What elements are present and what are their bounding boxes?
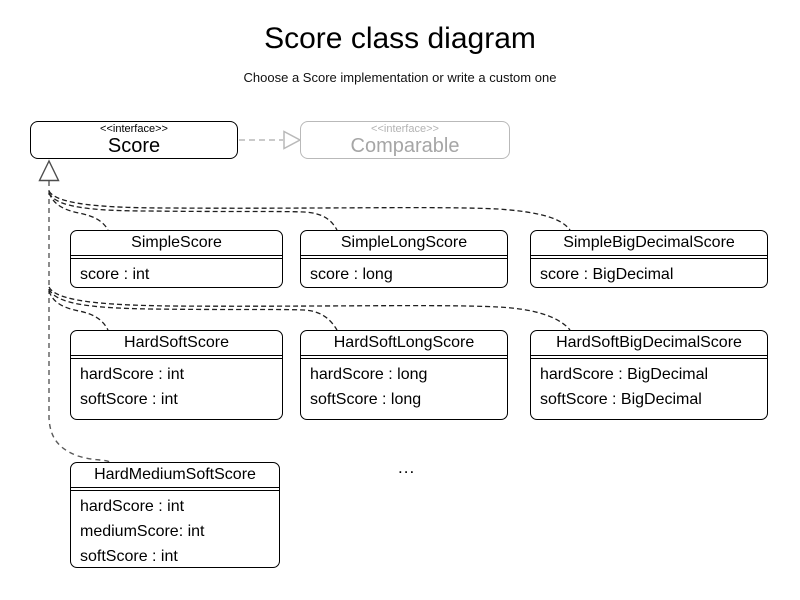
class-name: HardSoftLongScore (301, 331, 507, 356)
attribute: hardScore : long (310, 366, 428, 383)
attribute: hardScore : int (80, 366, 185, 383)
class-name: SimpleLongScore (301, 231, 507, 256)
attribute: score : int (80, 266, 150, 283)
class-attributes: hardScore : BigDecimal softScore : BigDe… (531, 358, 767, 412)
attribute: score : long (310, 266, 393, 283)
inheritance-edge-hardsoft (48, 290, 109, 331)
class-hardmediumsoftscore-box: HardMediumSoftScore hardScore : int medi… (70, 462, 280, 568)
class-name: HardSoftScore (71, 331, 282, 356)
class-attributes: hardScore : int softScore : int (71, 358, 282, 412)
inheritance-edge-hardmediumsoft (48, 181, 111, 463)
class-simplelongscore-box: SimpleLongScore score : long (300, 230, 508, 288)
attribute: mediumScore: int (80, 523, 205, 540)
interface-stereotype: <<interface>> (371, 123, 439, 135)
inheritance-edge-hardsoftbig (48, 286, 571, 331)
class-hardsoftbigdecimalscore-box: HardSoftBigDecimalScore hardScore : BigD… (530, 330, 768, 420)
class-attributes: hardScore : int mediumScore: int softSco… (71, 490, 279, 567)
inheritance-edge-simple (48, 192, 109, 231)
class-attributes: score : long (301, 258, 507, 287)
class-attributes: score : BigDecimal (531, 258, 767, 287)
inheritance-triangle-icon (38, 159, 60, 182)
attribute: softScore : long (310, 391, 422, 408)
interface-score-box: <<interface>> Score (30, 121, 238, 159)
class-attributes: score : int (71, 258, 282, 287)
attribute: hardScore : BigDecimal (540, 366, 709, 383)
attribute: hardScore : int (80, 498, 185, 515)
attribute: softScore : BigDecimal (540, 391, 702, 408)
attribute: score : BigDecimal (540, 266, 674, 283)
inheritance-edge-simplebig (48, 190, 571, 231)
class-name: SimpleBigDecimalScore (531, 231, 767, 256)
attribute: softScore : int (80, 391, 178, 408)
class-attributes: hardScore : long softScore : long (301, 358, 507, 412)
page-subtitle: Choose a Score implementation or write a… (243, 70, 557, 85)
class-simplebigdecimalscore-box: SimpleBigDecimalScore score : BigDecimal (530, 230, 768, 288)
attribute: softScore : int (80, 548, 178, 565)
interface-comparable-box: <<interface>> Comparable (300, 121, 510, 159)
interface-name: Score (107, 135, 161, 157)
inheritance-edge-hardsoftlong (48, 288, 338, 331)
interface-name: Comparable (350, 135, 460, 157)
class-name: SimpleScore (71, 231, 282, 256)
page-title: Score class diagram (264, 22, 536, 55)
class-simplescore-box: SimpleScore score : int (70, 230, 283, 288)
realization-arrow-icon (283, 130, 302, 150)
inheritance-edge-simplelong (48, 192, 338, 231)
class-hardsoftscore-box: HardSoftScore hardScore : int softScore … (70, 330, 283, 420)
class-name: HardMediumSoftScore (71, 463, 279, 488)
interface-stereotype: <<interface>> (100, 123, 168, 135)
class-hardsoftlongscore-box: HardSoftLongScore hardScore : long softS… (300, 330, 508, 420)
ellipsis-more-scores: ... (398, 458, 416, 477)
class-name: HardSoftBigDecimalScore (531, 331, 767, 356)
